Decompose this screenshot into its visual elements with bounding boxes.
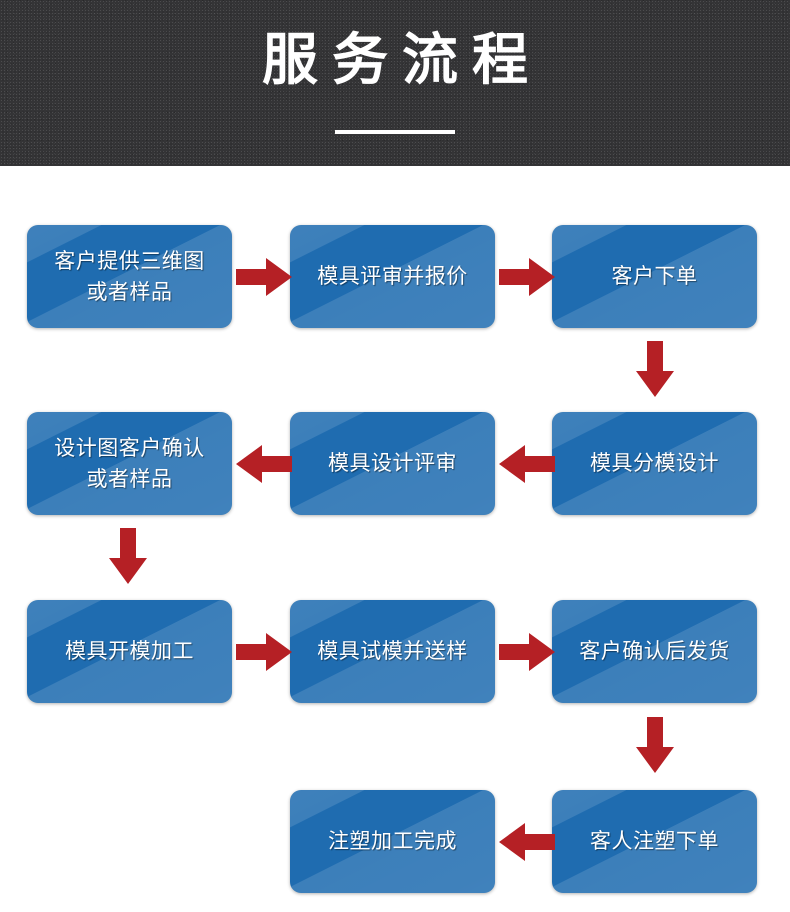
flow-node-label: 模具试模并送样 bbox=[317, 640, 468, 663]
arrow-down-icon bbox=[636, 341, 674, 397]
flow-node-mold-review-and-quote[interactable]: 模具评审并报价 bbox=[290, 225, 495, 328]
flow-node-label: 客人注塑下单 bbox=[590, 830, 719, 853]
arrow-down-icon bbox=[109, 528, 147, 584]
flow-node-mold-design-review[interactable]: 模具设计评审 bbox=[290, 412, 495, 515]
arrow-down-n3-to-n6 bbox=[634, 341, 676, 397]
flow-node-customer-provides-3d-drawing[interactable]: 客户提供三维图 或者样品 bbox=[27, 225, 232, 328]
flow-node-label: 模具设计评审 bbox=[328, 452, 457, 475]
flow-node-label: 客户确认后发货 bbox=[579, 640, 730, 663]
flow-node-label: 模具评审并报价 bbox=[317, 265, 468, 288]
flow-node-label: 模具开模加工 bbox=[65, 640, 194, 663]
arrow-left-icon bbox=[499, 823, 555, 861]
flow-node-label: 注塑加工完成 bbox=[328, 830, 457, 853]
arrow-left-n11-to-n10 bbox=[499, 821, 555, 863]
flow-node-label: 模具分模设计 bbox=[590, 452, 719, 475]
flow-node-mold-machining[interactable]: 模具开模加工 bbox=[27, 600, 232, 703]
flow-node-label: 客户提供三维图 或者样品 bbox=[54, 249, 205, 304]
flow-node-label: 客户下单 bbox=[611, 265, 698, 288]
flow-node-customer-places-order[interactable]: 客户下单 bbox=[552, 225, 757, 328]
flow-node-injection-molding-complete[interactable]: 注塑加工完成 bbox=[290, 790, 495, 893]
flow-node-mold-trial-and-sample[interactable]: 模具试模并送样 bbox=[290, 600, 495, 703]
arrow-down-n4-to-n7 bbox=[107, 528, 149, 584]
flow-diagram: 客户提供三维图 或者样品 模具评审并报价 客户下单 设计图客户确认 或者样品 bbox=[0, 166, 790, 912]
arrow-right-icon bbox=[236, 258, 292, 296]
flow-node-customer-injection-order[interactable]: 客人注塑下单 bbox=[552, 790, 757, 893]
flow-node-mold-parting-design[interactable]: 模具分模设计 bbox=[552, 412, 757, 515]
flow-node-ship-after-confirmation[interactable]: 客户确认后发货 bbox=[552, 600, 757, 703]
arrow-right-n1-to-n2 bbox=[236, 256, 292, 298]
arrow-left-icon bbox=[236, 445, 292, 483]
arrow-right-icon bbox=[236, 633, 292, 671]
arrow-right-n2-to-n3 bbox=[499, 256, 555, 298]
flow-node-design-confirmation[interactable]: 设计图客户确认 或者样品 bbox=[27, 412, 232, 515]
arrow-left-icon bbox=[499, 445, 555, 483]
arrow-left-n6-to-n5 bbox=[499, 443, 555, 485]
page-header-banner: 服务流程 bbox=[0, 0, 790, 166]
arrow-right-n8-to-n9 bbox=[499, 631, 555, 673]
arrow-left-n5-to-n4 bbox=[236, 443, 292, 485]
title-underline-rule bbox=[335, 130, 455, 134]
page-title: 服务流程 bbox=[262, 28, 542, 91]
arrow-right-icon bbox=[499, 633, 555, 671]
arrow-right-icon bbox=[499, 258, 555, 296]
arrow-right-n7-to-n8 bbox=[236, 631, 292, 673]
arrow-down-n9-to-n11 bbox=[634, 717, 676, 773]
arrow-down-icon bbox=[636, 717, 674, 773]
flow-node-label: 设计图客户确认 或者样品 bbox=[54, 436, 205, 491]
